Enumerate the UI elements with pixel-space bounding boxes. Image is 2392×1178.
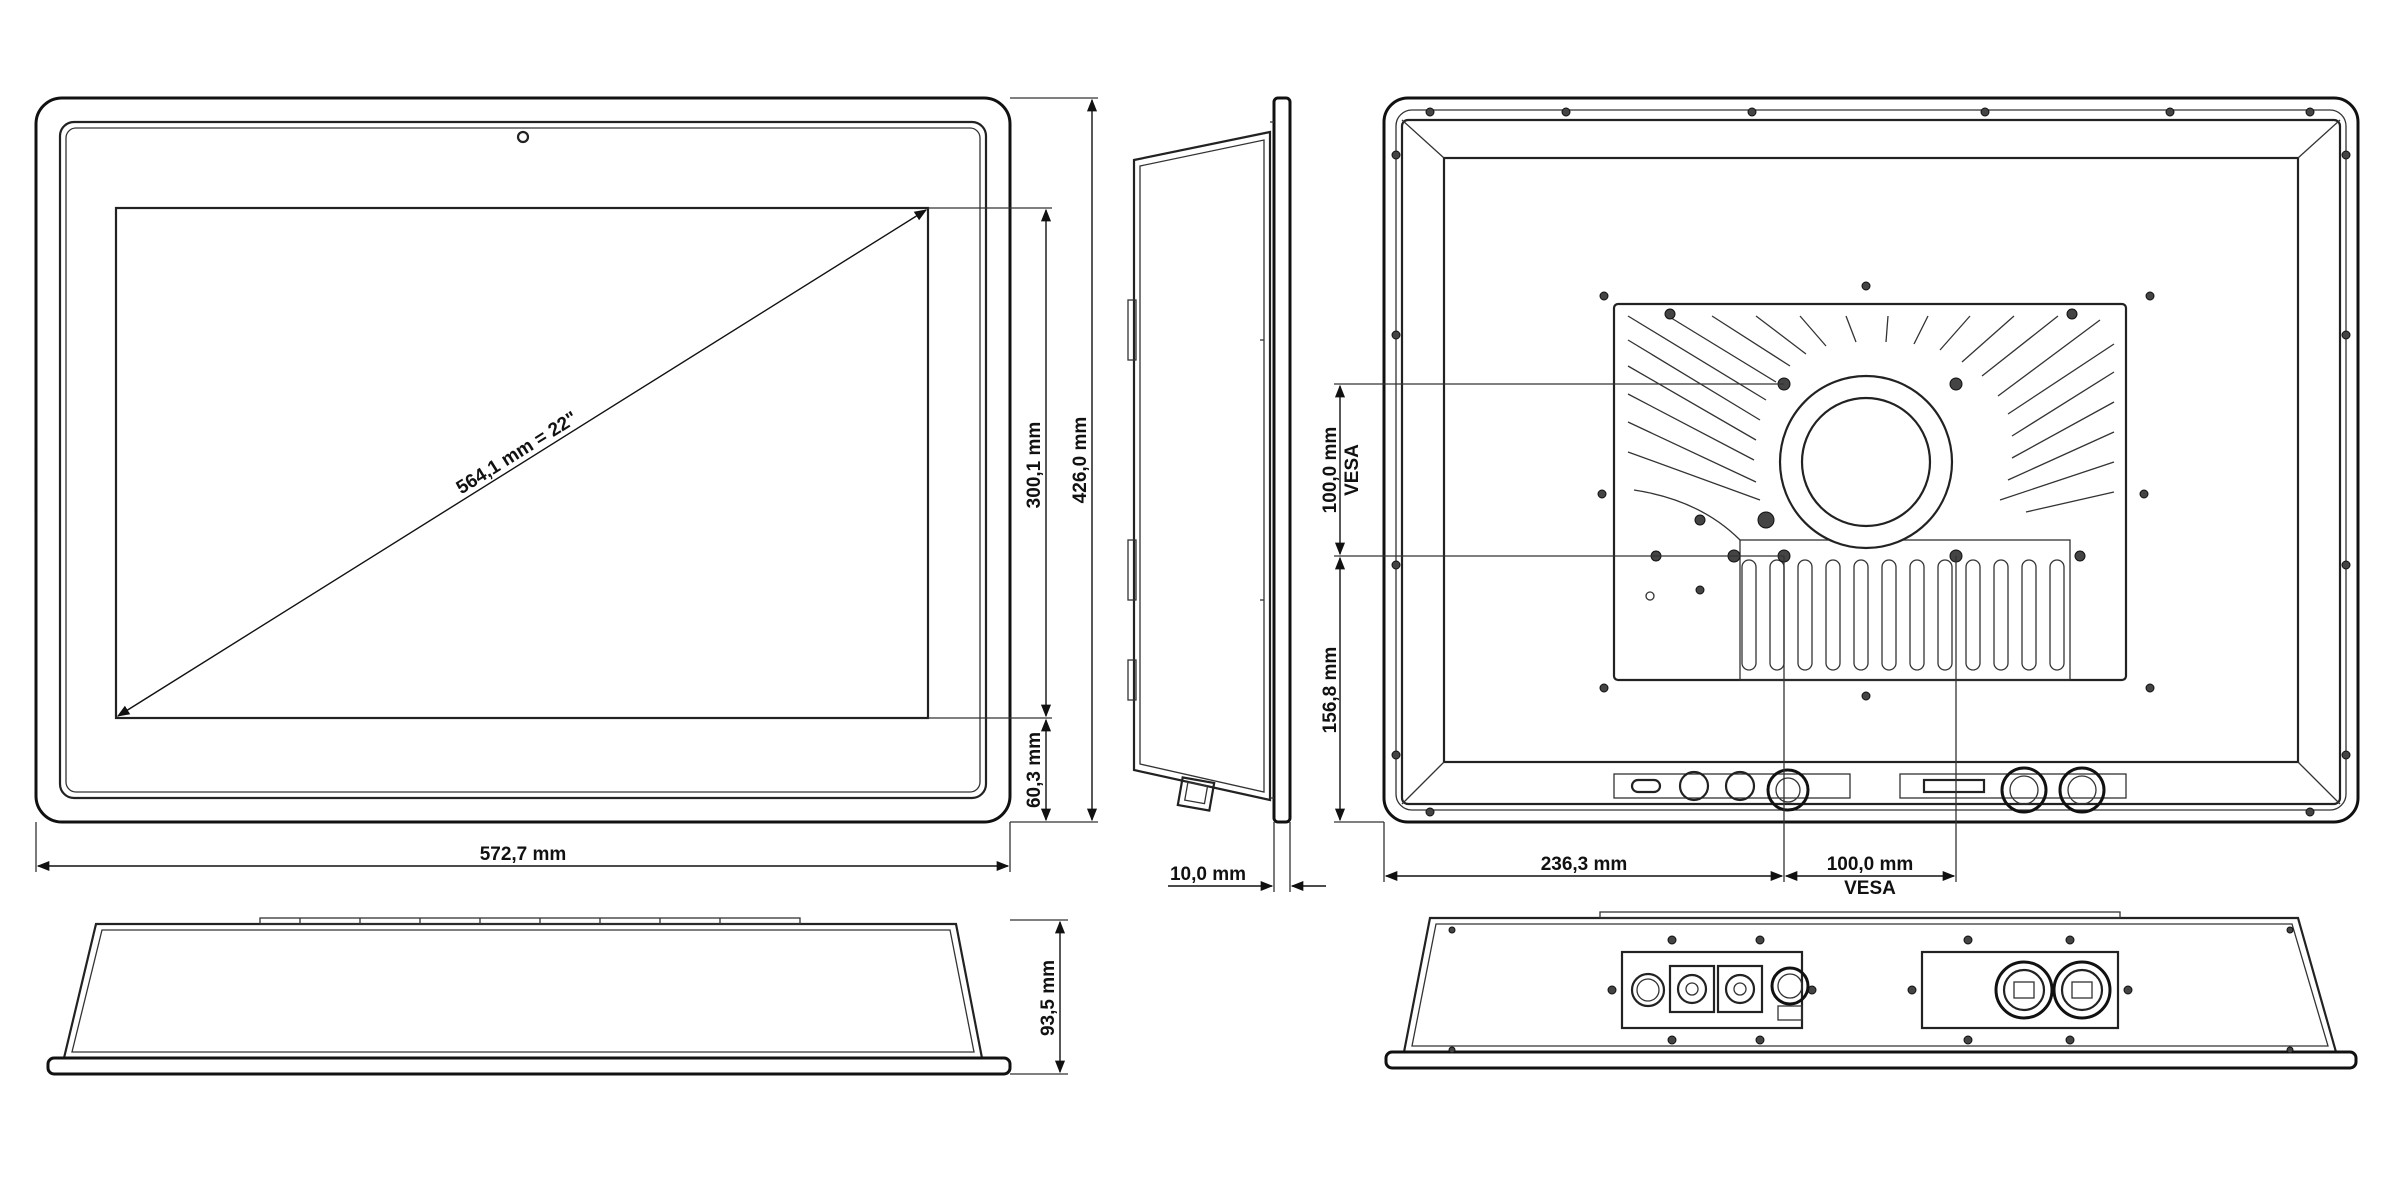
bottom-bezel-left: [46, 1056, 1012, 1076]
rear-view: 100,0 mm VESA 156,8 mm 236,3 mm 100,0 mm…: [1320, 96, 2360, 899]
m12-connector-2: [1716, 964, 1764, 1014]
front-bezel-outer: [34, 96, 1012, 824]
camera-icon: [516, 130, 530, 144]
power-button-icon: [1630, 972, 1666, 1008]
diagonal-dimension-line: [116, 209, 928, 717]
side-view: 10,0 mm: [1127, 96, 1326, 892]
side-front-bezel: [1272, 96, 1292, 824]
total-height-label: 426,0 mm: [1070, 417, 1091, 504]
heatsink-fins: [1627, 315, 2115, 541]
ethernet-connector-1: [1994, 960, 2054, 1020]
rear-io-connectors: [1613, 766, 2127, 814]
left-offset-label: 236,3 mm: [1541, 854, 1628, 875]
vesa-horizontal-value: 100,0 mm: [1827, 854, 1914, 875]
vesa-screws: [1597, 281, 2155, 701]
heatsink-bottom-fins: [1741, 559, 2065, 671]
rear-housing: [1442, 156, 2300, 764]
depth-side-label: 10,0 mm: [1170, 864, 1246, 885]
vesa-horizontal-label: VESA: [1844, 878, 1896, 899]
power-connector-icon: [1770, 966, 1810, 1006]
bottom-bezel-right: [1384, 1050, 2358, 1070]
heatsink-hub-inner: [1800, 396, 1932, 528]
screen-height-label: 300,1 mm: [1024, 422, 1045, 509]
lower-offset-label: 156,8 mm: [1320, 647, 1341, 734]
heatsink-hub-outer: [1778, 374, 1954, 550]
front-bezel-inner-2: [65, 127, 981, 793]
bottom-housing-left: [62, 922, 984, 1060]
bottom-housing-right: [1402, 916, 2338, 1054]
connector-panel-right: [1920, 950, 2120, 1030]
side-housing: [1132, 130, 1272, 802]
rear-frame-inner: [1400, 118, 2342, 806]
bottom-view-right: [1384, 911, 2358, 1070]
ethernet-connector-2: [2052, 960, 2112, 1020]
rear-frame-outer: [1382, 96, 2360, 824]
bottom-view-left: 93,5 mm: [46, 917, 1068, 1076]
diagonal-label: 564,1 mm = 22": [453, 408, 582, 499]
frame-screws: [1391, 107, 2351, 817]
front-view: 564,1 mm = 22" 300,1 mm 60,3 mm 426,0 mm…: [34, 96, 1098, 872]
connector-panel-left: [1620, 950, 1804, 1030]
depth-bottom-label: 93,5 mm: [1038, 960, 1059, 1036]
front-bezel-inner: [58, 120, 988, 800]
m12-connector-1: [1668, 964, 1716, 1014]
bottom-offset-label: 60,3 mm: [1024, 732, 1045, 808]
display-area: [114, 206, 930, 720]
total-width-label: 572,7 mm: [480, 844, 567, 865]
side-connector: [1176, 776, 1216, 812]
vesa-vertical-value: 100,0 mm: [1320, 427, 1341, 514]
vesa-vertical-label: VESA: [1342, 444, 1363, 496]
